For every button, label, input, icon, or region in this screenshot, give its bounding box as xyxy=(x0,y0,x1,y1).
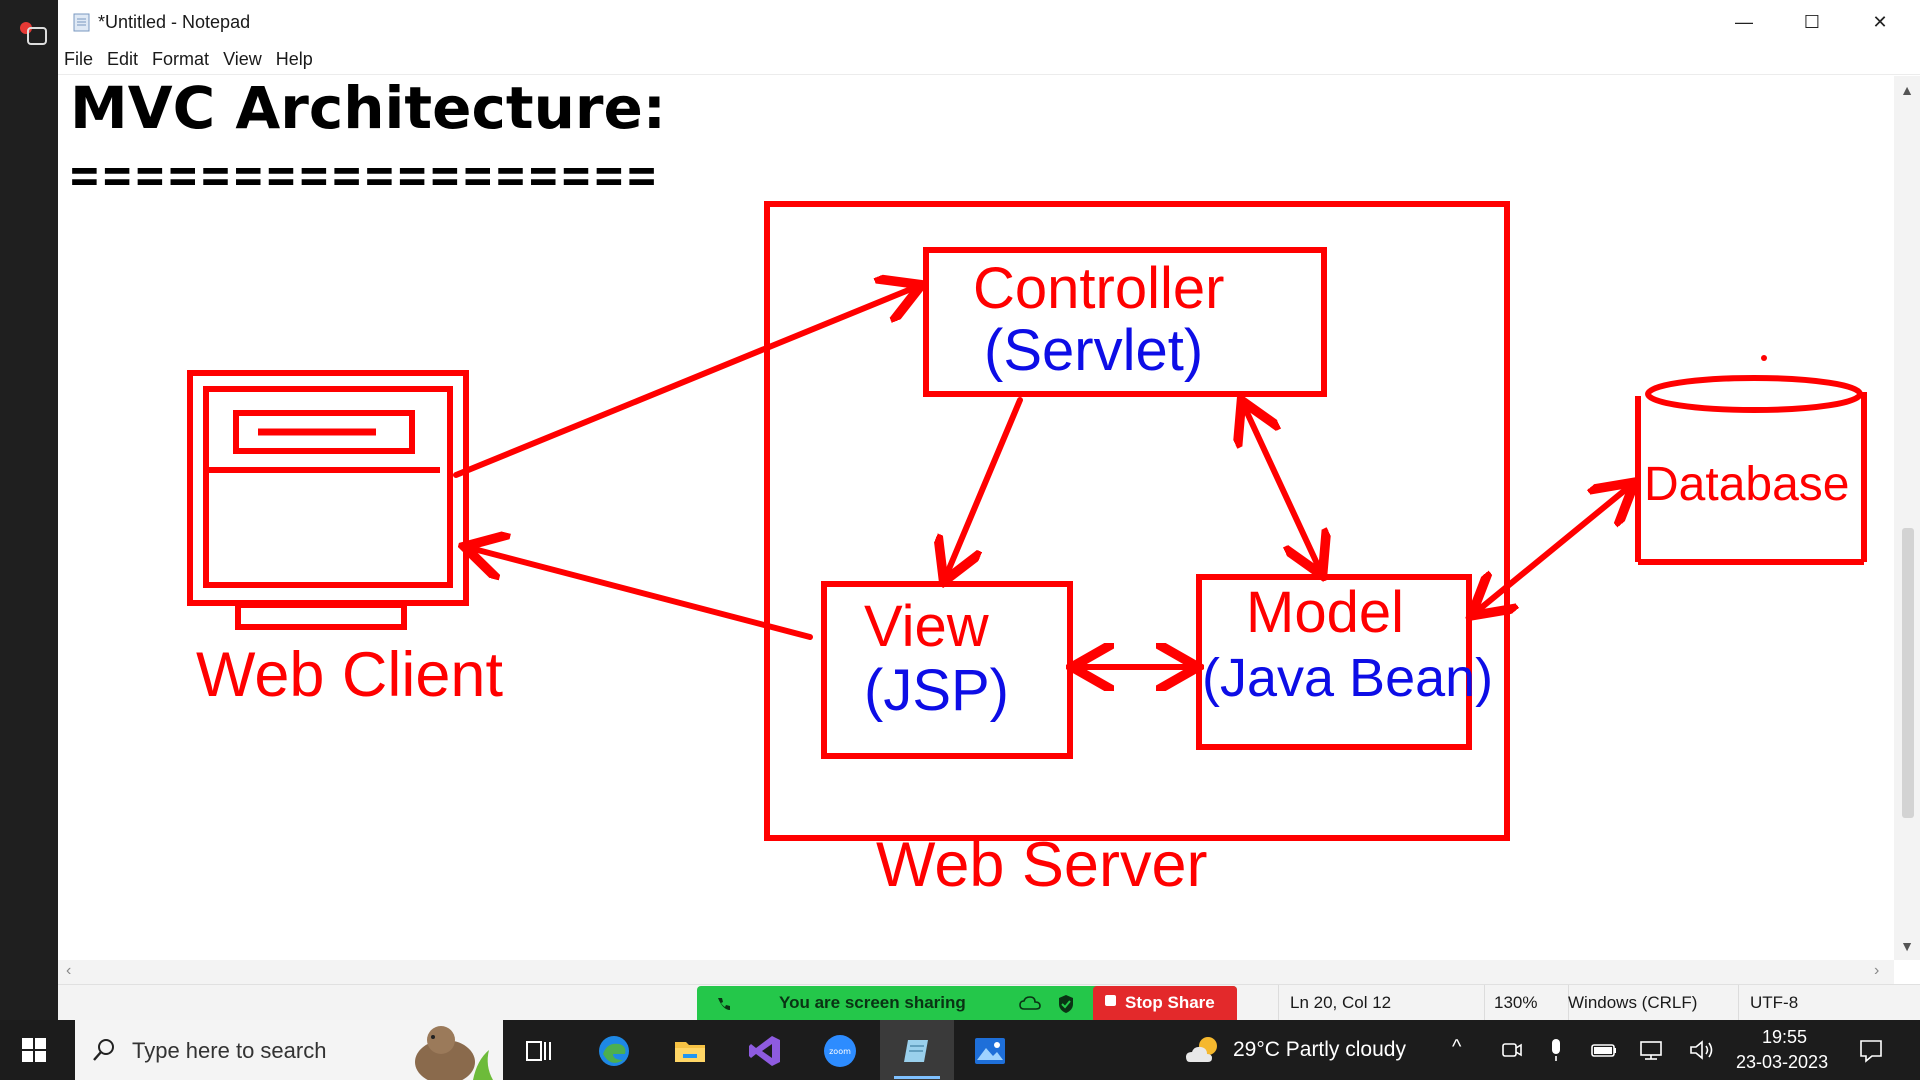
close-button[interactable]: ✕ xyxy=(1872,12,1888,32)
svg-text:zoom: zoom xyxy=(829,1047,851,1056)
search-highlight-illustration-icon xyxy=(415,1026,493,1080)
weather-partly-cloudy-icon[interactable] xyxy=(1184,1032,1224,1068)
controller-name: Controller xyxy=(973,256,1224,321)
meet-now-icon[interactable] xyxy=(1500,1038,1524,1062)
window-title: *Untitled - Notepad xyxy=(98,12,251,32)
menu-help[interactable]: Help xyxy=(275,49,313,69)
taskbar-search-box[interactable]: Type here to search xyxy=(75,1020,503,1080)
notepad-taskbar-active[interactable] xyxy=(880,1020,954,1080)
show-hidden-icons-chevron-icon[interactable]: ^ xyxy=(1452,1036,1462,1058)
notepad-window: *Untitled - Notepad — ☐ ✕ File Edit Form… xyxy=(58,0,1920,1021)
cursor-position: Ln 20, Col 12 xyxy=(1290,993,1392,1012)
menu-format[interactable]: Format xyxy=(152,49,210,69)
web-server-label: Web Server xyxy=(876,830,1207,900)
arrow-model-database xyxy=(1476,486,1630,612)
screen-share-message: You are screen sharing xyxy=(779,993,966,1012)
network-icon[interactable] xyxy=(1638,1038,1666,1062)
controller-tech: (Servlet) xyxy=(984,318,1203,383)
view-name: View xyxy=(864,594,990,659)
vertical-scroll-thumb[interactable] xyxy=(1902,528,1914,818)
stop-icon xyxy=(1105,995,1116,1006)
encoding: UTF-8 xyxy=(1750,993,1799,1012)
view-tech: (JSP) xyxy=(864,658,1009,723)
text-editor-area[interactable]: MVC Architecture: ================== Web… xyxy=(58,76,1894,960)
volume-icon[interactable] xyxy=(1688,1038,1716,1062)
minimize-button[interactable]: — xyxy=(1735,12,1753,32)
menu-bar: File Edit Format View Help xyxy=(58,45,1920,75)
microphone-icon[interactable] xyxy=(1546,1038,1566,1062)
scroll-right-icon[interactable]: › xyxy=(1874,962,1880,979)
edge-icon[interactable] xyxy=(597,1034,631,1068)
arrow-controller-to-view xyxy=(946,397,1023,576)
model-tech: (Java Bean) xyxy=(1202,648,1493,708)
search-icon xyxy=(93,1039,114,1061)
battery-icon[interactable] xyxy=(1590,1038,1618,1062)
menu-file[interactable]: File xyxy=(64,49,94,69)
line-ending: Windows (CRLF) xyxy=(1568,993,1698,1012)
web-client-label: Web Client xyxy=(196,640,503,710)
cloud-icon xyxy=(1019,996,1041,1010)
recording-indicator-icon xyxy=(20,22,47,45)
shield-icon xyxy=(1059,995,1073,1013)
clock-date[interactable]: 23-03-2023 xyxy=(1736,1052,1829,1072)
screen-share-bar: You are screen sharing Stop Share xyxy=(697,986,1237,1020)
windows-start-icon[interactable] xyxy=(22,1038,46,1062)
vertical-scrollbar[interactable]: ▲ ▼ xyxy=(1894,76,1920,960)
arrow-controller-model xyxy=(1244,406,1320,570)
taskbar: Type here to search zoom 29°C Partly clo… xyxy=(0,1020,1920,1080)
scroll-down-icon[interactable]: ▼ xyxy=(1900,938,1914,954)
document-heading: MVC Architecture: xyxy=(70,76,666,142)
web-client-monitor-icon xyxy=(187,370,469,630)
database-label: Database xyxy=(1644,458,1849,511)
document-underline: ================== xyxy=(68,146,658,204)
zoom-icon[interactable]: zoom xyxy=(823,1034,857,1068)
model-name: Model xyxy=(1246,580,1404,645)
clock-time[interactable]: 19:55 xyxy=(1762,1027,1808,1047)
photos-icon[interactable] xyxy=(973,1034,1007,1068)
zoom-level: 130% xyxy=(1494,993,1538,1012)
stop-share-button[interactable]: Stop Share xyxy=(1093,986,1237,1020)
scroll-up-icon[interactable]: ▲ xyxy=(1900,82,1914,98)
notifications-icon[interactable] xyxy=(1858,1038,1884,1064)
arrow-view-to-client xyxy=(470,548,813,640)
stray-dot xyxy=(1761,355,1767,361)
visual-studio-icon[interactable] xyxy=(748,1034,782,1068)
menu-view[interactable]: View xyxy=(223,49,262,69)
file-explorer-icon[interactable] xyxy=(673,1034,707,1068)
arrow-client-to-controller xyxy=(453,287,916,478)
title-bar: *Untitled - Notepad — ☐ ✕ xyxy=(58,0,1920,45)
scroll-left-icon[interactable]: ‹ xyxy=(66,962,72,979)
screen-recorder-strip xyxy=(0,0,58,1020)
weather-text[interactable]: 29°C Partly cloudy xyxy=(1233,1038,1406,1061)
stop-share-label: Stop Share xyxy=(1125,993,1215,1012)
horizontal-scrollbar[interactable]: ‹ › xyxy=(58,960,1894,984)
maximize-button[interactable]: ☐ xyxy=(1803,12,1821,32)
task-view-icon[interactable] xyxy=(522,1034,556,1068)
search-placeholder: Type here to search xyxy=(132,1038,327,1063)
phone-icon xyxy=(718,998,730,1010)
mvc-diagram: MVC Architecture: ================== Web… xyxy=(68,76,1867,900)
menu-edit[interactable]: Edit xyxy=(107,49,139,69)
notepad-icon xyxy=(904,1040,928,1062)
notepad-app-icon xyxy=(73,13,90,32)
